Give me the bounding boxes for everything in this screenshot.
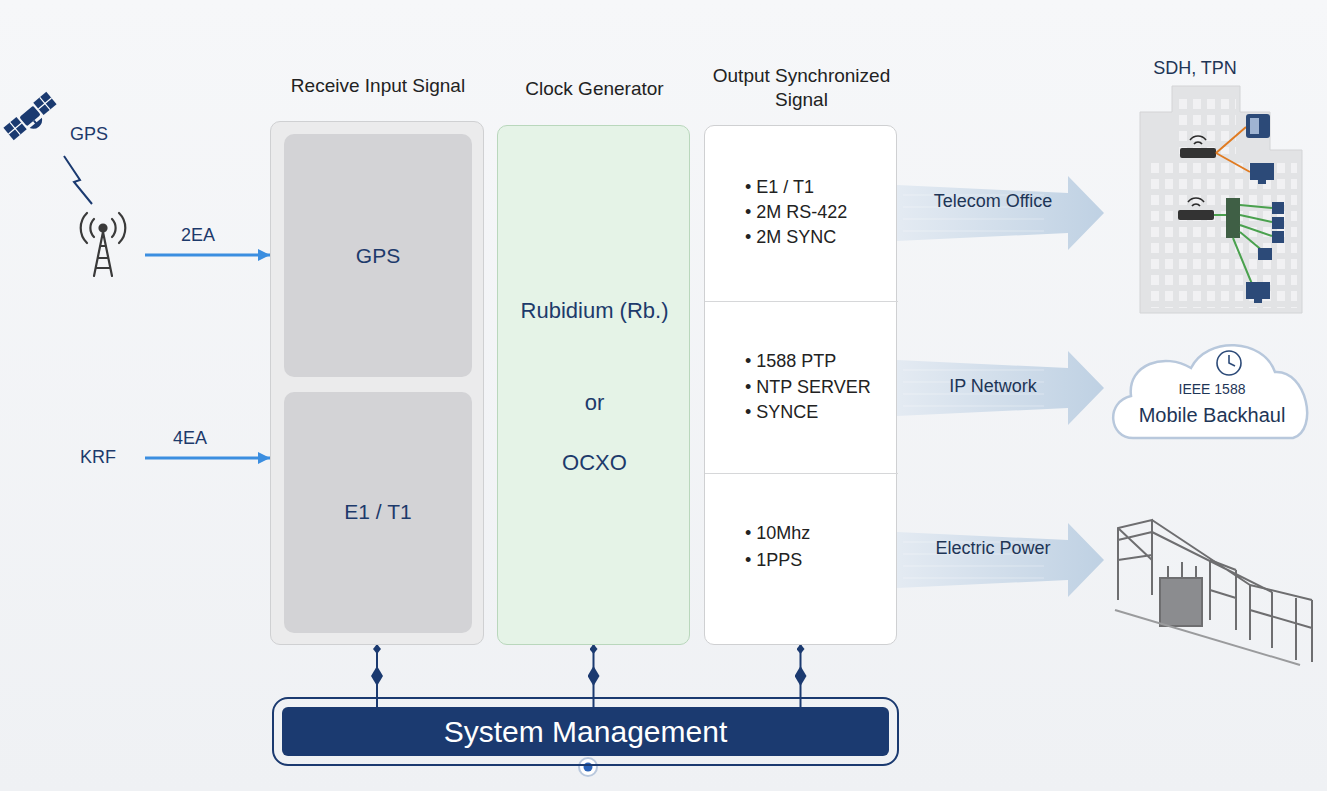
arrow-streak [903,219,1044,220]
arrow-streak [903,566,1044,567]
node-label: E1 / T1 [284,499,472,524]
column-heading: Receive Input Signal [261,75,495,98]
management-bar: System Management [282,707,889,756]
network-cloud: IEEE 1588Mobile Backhaul [1103,330,1321,443]
arrow-body [897,351,1104,425]
bus-link [593,645,595,707]
bus-dot [579,758,597,776]
bus-link [800,645,802,707]
arrow-streak [903,231,1044,232]
bullet-item: • 1PPS [745,550,895,572]
arrow-body [897,523,1104,597]
flow-arrow: IP Network [897,348,1104,428]
node-label: OCXO [518,450,671,476]
arrow-shape [897,173,1104,253]
bullet-item: • E1 / T1 [745,177,895,199]
bus-dot-core [584,763,593,772]
node-label: or [518,390,671,416]
clock-icon [1217,351,1241,375]
bullet-item: • 1588 PTP [745,351,895,373]
input-box: GPS [284,134,472,377]
node-label: Mobile Backhaul [1107,403,1317,427]
output-section: • E1 / T1 • 2M RS-422 • 2M SYNC [705,126,898,301]
arrow-shape [897,520,1104,600]
output-panel: Output Synchronized Signal• E1 / T1• 2M … [704,125,897,645]
bullet-item: • 2M SYNC [745,227,895,249]
node-label: Rubidium (Rb.) [518,296,671,326]
signal-arrow [145,254,270,257]
bullet-item: • NTP SERVER [745,377,895,399]
node-label: System Management [282,714,889,750]
node-label: Electric Power [933,538,1053,560]
node-label: KRF [80,447,135,469]
flow-arrow: Electric Power [897,520,1104,600]
node-label: GPS [70,124,130,146]
bullet-item: • 2M RS-422 [745,202,895,224]
column-heading: Clock Generator [488,78,701,101]
signal-bolt [64,156,92,204]
arrow-body [897,176,1104,250]
gps-source: GPS [0,85,145,285]
column-heading: Output Synchronized Signal [695,64,908,112]
node-label: IEEE 1588 [1147,381,1277,398]
antenna-icon [81,213,126,276]
node-label: Telecom Office [933,191,1053,213]
arrow-streak [903,370,1044,371]
arrow-streak [903,578,1044,579]
edge-label: 2EA [168,225,228,247]
bus-link [376,645,378,707]
bullet-item: • SYNCE [745,402,895,424]
node-label: GPS [284,243,472,268]
node-label: IP Network [923,376,1063,398]
satellite-icon [3,92,60,145]
krf-source: KRF [72,445,145,473]
flow-arrow: Telecom Office [897,173,1104,253]
signal-arrow [145,457,270,460]
input-box: E1 / T1 [284,392,472,633]
input-panel: Receive Input SignalGPSE1 / T1 [270,121,484,645]
telecom-building [1140,86,1302,313]
edge-label: 4EA [160,428,220,450]
output-section: • 1588 PTP • NTP SERVER • SYNCE [705,301,898,473]
arrow-streak [903,406,1044,407]
power-substation [1115,520,1312,665]
output-section: • 10Mhz • 1PPS [705,473,898,646]
bullet-item: • 10Mhz [745,523,895,545]
building-label: SDH, TPN [1140,58,1250,80]
clock-panel: Clock GeneratorRubidium (Rb.)orOCXO [497,125,690,645]
